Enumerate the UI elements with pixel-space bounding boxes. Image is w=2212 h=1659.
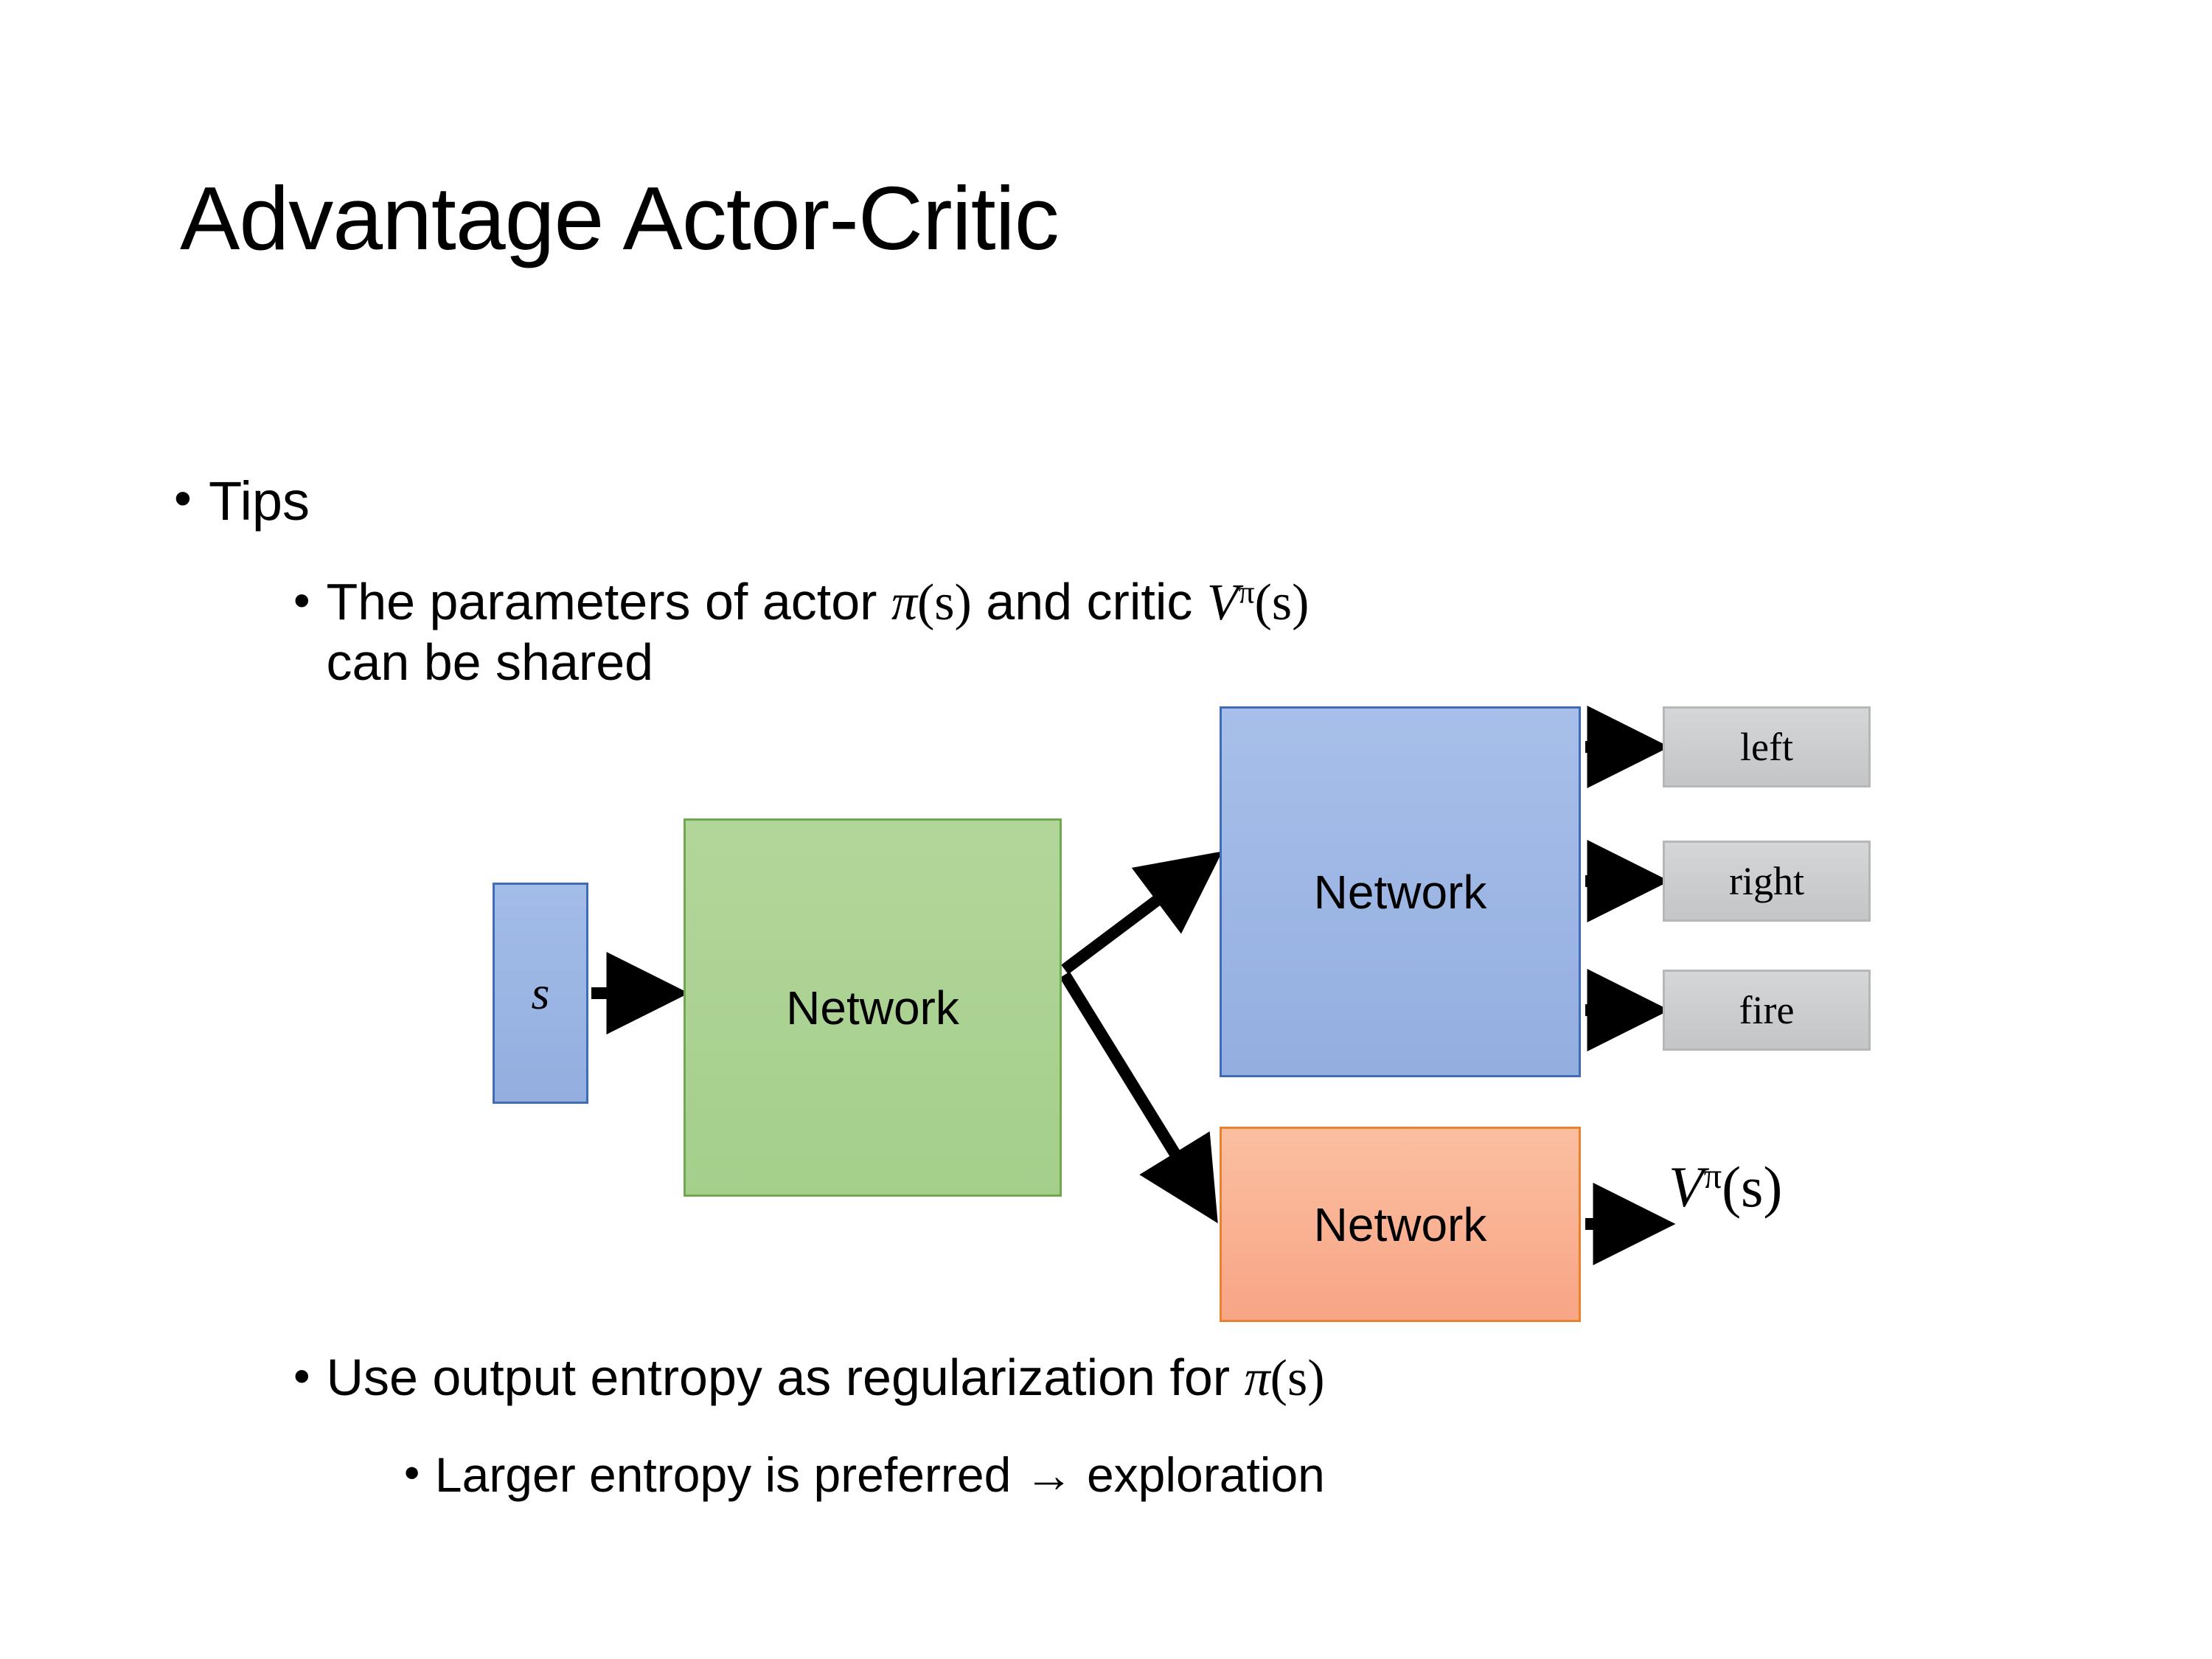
bullet-shared-parameters: • The parameters of actor π(s) and criti… — [293, 572, 1857, 692]
arrow-shared-to-critic — [1060, 971, 1218, 1224]
bullet-marker: • — [404, 1447, 420, 1498]
bullet-tips-label: Tips — [208, 470, 310, 532]
diagram-node-shared-network: Network — [684, 818, 1062, 1197]
bullet-shared-parameters-text: The parameters of actor π(s) and critic … — [326, 572, 1309, 692]
math-v-arg: (s) — [1254, 574, 1310, 631]
state-symbol: s — [531, 967, 550, 1019]
shared-network-label: Network — [786, 981, 959, 1034]
diagram-critic-output-value: Vπ(s) — [1669, 1154, 1782, 1220]
bullet-larger-entropy-label: Larger entropy is preferred → exploratio… — [434, 1447, 1325, 1502]
diagram-action-right: right — [1663, 841, 1871, 922]
bullet-larger-entropy: • Larger entropy is preferred → explorat… — [404, 1447, 2026, 1503]
actor-network-label: Network — [1313, 865, 1487, 919]
bullet-marker: • — [293, 573, 310, 627]
action-left-label: left — [1740, 725, 1793, 769]
page-title: Advantage Actor-Critic — [180, 168, 1060, 268]
math-v-pi-s: Vπ(s) — [1207, 574, 1310, 631]
math-v-superscript-pi: π — [1238, 574, 1255, 611]
diagram-action-fire: fire — [1663, 970, 1871, 1051]
action-fire-label: fire — [1739, 988, 1795, 1032]
math-pi-s: π(s) — [891, 574, 972, 631]
critic-network-label: Network — [1313, 1197, 1487, 1251]
bullet-marker: • — [293, 1349, 310, 1402]
diagram-node-actor-network: Network — [1220, 706, 1581, 1077]
arrow-shared-to-actor — [1061, 851, 1222, 975]
math-v-symbol: V — [1669, 1155, 1704, 1219]
math-pi-s-entropy: π(s) — [1245, 1350, 1325, 1407]
params-text-between: and critic — [971, 573, 1207, 630]
diagram-action-left: left — [1663, 706, 1871, 787]
bullet-marker: • — [174, 470, 192, 527]
math-pi-arg: (s) — [1270, 1350, 1325, 1407]
math-pi-arg: (s) — [917, 574, 972, 631]
diagram-node-critic-network: Network — [1220, 1127, 1581, 1322]
action-right-label: right — [1729, 859, 1804, 903]
math-pi-symbol: π — [1244, 1350, 1270, 1407]
math-v-arg: (s) — [1722, 1155, 1783, 1219]
entropy-text-prefix: Use output entropy as regularization for — [326, 1349, 1245, 1406]
diagram-node-state: s — [493, 883, 588, 1104]
math-v-superscript-pi: π — [1703, 1156, 1722, 1196]
math-v-symbol: V — [1206, 574, 1239, 631]
math-pi-symbol: π — [891, 574, 917, 631]
bullet-entropy-text: Use output entropy as regularization for… — [326, 1348, 1324, 1408]
params-text-line2: can be shared — [326, 633, 654, 692]
bullet-entropy-regularization: • Use output entropy as regularization f… — [293, 1348, 1989, 1408]
bullet-tips: • Tips — [174, 469, 310, 533]
params-text-prefix: The parameters of actor — [326, 573, 891, 630]
